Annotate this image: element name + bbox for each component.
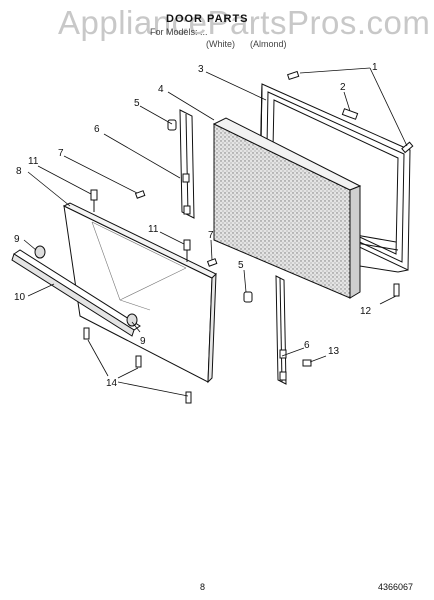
callout-label: 7 (208, 230, 214, 241)
callout-label: 14 (106, 378, 118, 389)
screw-part-14 (83, 327, 192, 404)
callout-label: 13 (328, 346, 340, 357)
clip-part-13 (302, 359, 312, 367)
callout-label: 10 (14, 292, 26, 303)
left-door-channel (179, 109, 195, 219)
document-number: 4366067 (378, 582, 414, 592)
callout-label: 6 (304, 340, 310, 351)
callout-label: 9 (140, 336, 146, 347)
callout-label: 11 (28, 156, 39, 167)
callout-label: 12 (360, 306, 372, 317)
outer-door-panel (62, 202, 217, 384)
callout-label: 1 (372, 62, 378, 73)
callout-label: 6 (94, 124, 100, 135)
callout-label: 11 (148, 224, 159, 235)
screw-part-12 (393, 283, 400, 297)
callout-label: 2 (340, 82, 346, 93)
model-list: For Models: ... (150, 27, 208, 37)
screw-part-11-upper (90, 189, 98, 212)
door-handle (11, 249, 141, 337)
callout-label: 4 (158, 84, 164, 95)
callout-label: 5 (238, 260, 244, 271)
callout-label: 3 (198, 64, 204, 75)
right-door-channel (275, 275, 287, 385)
screw-part-5-lower (243, 291, 253, 303)
label-plate-part-2 (341, 108, 359, 120)
screw-part-1 (286, 70, 414, 154)
screw-part-11-lower (183, 239, 191, 262)
screw-part-7-upper (134, 190, 146, 199)
screw-part-5-upper (167, 119, 177, 131)
color-white-label: (White) (206, 39, 235, 49)
color-almond-label: (Almond) (250, 39, 287, 49)
handle-endcap-part-9 (34, 245, 138, 327)
callout-label: 7 (58, 148, 64, 159)
callout-label: 9 (14, 234, 20, 245)
diagram-title: DOOR PARTS (166, 13, 249, 25)
leader-lines (23, 67, 408, 397)
callout-label: 8 (16, 166, 22, 177)
screw-part-7-lower (206, 258, 218, 267)
page-number: 8 (200, 582, 206, 592)
watermark: AppliancePartsPros.com (58, 4, 431, 41)
callout-label: 5 (134, 98, 140, 109)
insulation-pad (212, 117, 362, 299)
callout-labels: 1 2 3 4 5 6 7 8 11 9 11 7 5 10 9 12 6 13… (14, 62, 378, 389)
